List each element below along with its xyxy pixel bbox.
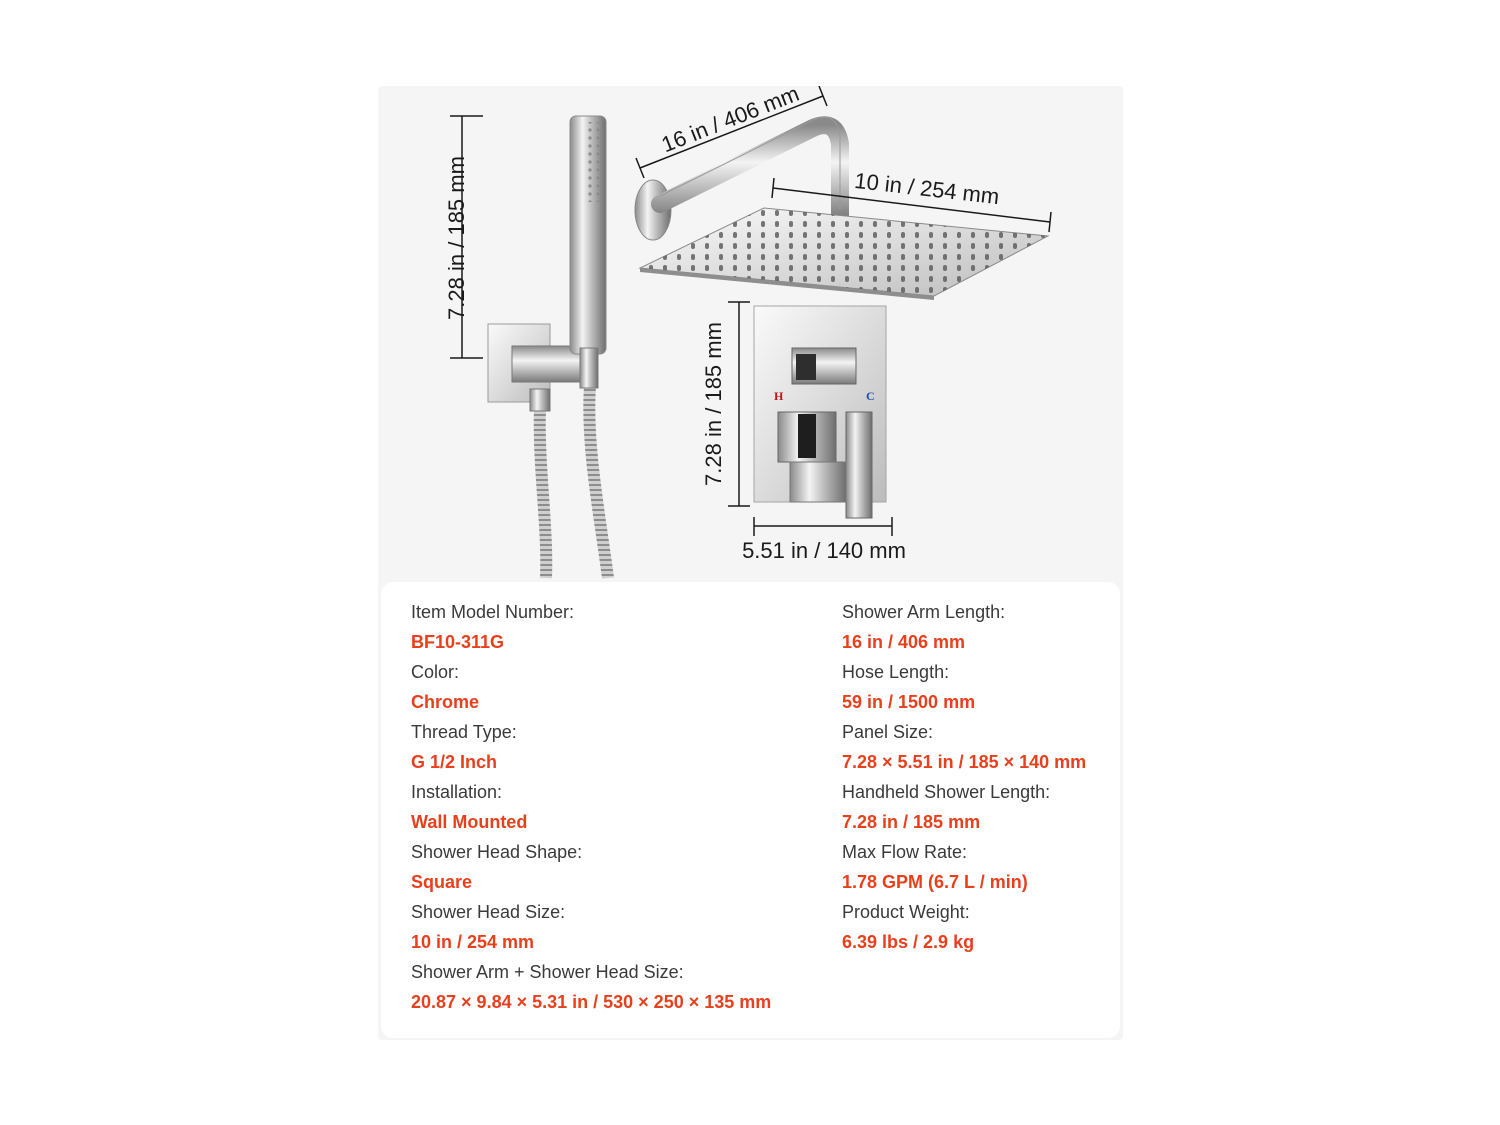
spec-label: Product Weight: xyxy=(842,902,970,922)
shower-arm-dimension-line xyxy=(635,86,828,179)
spec-value: 7.28 × 5.51 in / 185 × 140 mm xyxy=(842,752,1087,772)
spec-shower-head-shape: Shower Head Shape: Square xyxy=(411,837,771,897)
spec-label: Shower Arm + Shower Head Size: xyxy=(411,962,684,982)
spec-label: Hose Length: xyxy=(842,662,950,682)
spec-label: Item Model Number: xyxy=(411,602,575,622)
specifications-panel: Item Model Number: BF10-311G Color: Chro… xyxy=(381,582,1120,1038)
shower-hose xyxy=(533,407,553,579)
spec-label: Max Flow Rate: xyxy=(842,842,968,862)
shower-head-edge xyxy=(640,268,934,300)
spec-value: 1.78 GPM (6.7 L / min) xyxy=(842,872,1028,892)
spec-value: BF10-311G xyxy=(411,632,505,652)
spec-installation: Installation: Wall Mounted xyxy=(411,777,771,837)
rain-shower-group: 16 in / 406 mm 10 in / 254 mm xyxy=(634,86,1052,300)
handheld-dimension-line xyxy=(450,115,483,359)
spec-value: 6.39 lbs / 2.9 kg xyxy=(842,932,975,952)
spec-value: 20.87 × 9.84 × 5.31 in / 530 × 250 × 135… xyxy=(411,992,772,1012)
spec-color: Color: Chrome xyxy=(411,657,771,717)
handheld-shower-group: 7.28 in / 185 mm xyxy=(444,115,614,579)
hose-connector xyxy=(529,388,551,412)
spec-thread-type: Thread Type: G 1/2 Inch xyxy=(411,717,771,777)
spec-shower-head-size: Shower Head Size: 10 in / 254 mm xyxy=(411,897,771,957)
spec-product-weight: Product Weight: 6.39 lbs / 2.9 kg xyxy=(842,897,1086,957)
valve-panel-group: 7.28 in / 185 mm H C 5.51 in / 140 mm xyxy=(701,301,906,563)
spec-column-right: Shower Arm Length: 16 in / 406 mm Hose L… xyxy=(842,597,1086,957)
spec-column-left: Item Model Number: BF10-311G Color: Chro… xyxy=(411,597,771,1017)
spec-label: Panel Size: xyxy=(842,722,934,742)
spec-arm-plus-head-size: Shower Arm + Shower Head Size: 20.87 × 9… xyxy=(411,957,771,1017)
spec-panel-size: Panel Size: 7.28 × 5.51 in / 185 × 140 m… xyxy=(842,717,1086,777)
panel-width-label: 5.51 in / 140 mm xyxy=(742,538,906,563)
spec-value: 16 in / 406 mm xyxy=(842,632,966,652)
panel-width-dimension-line xyxy=(753,517,893,536)
spec-handheld-length: Handheld Shower Length: 7.28 in / 185 mm xyxy=(842,777,1086,837)
spec-shower-arm-length: Shower Arm Length: 16 in / 406 mm xyxy=(842,597,1086,657)
hot-mark: H xyxy=(774,389,784,403)
spec-max-flow-rate: Max Flow Rate: 1.78 GPM (6.7 L / min) xyxy=(842,837,1086,897)
spec-label: Thread Type: xyxy=(411,722,517,742)
shower-head-dimension-line xyxy=(771,177,1052,233)
spec-label: Shower Head Size: xyxy=(411,902,566,922)
handheld-spray-face xyxy=(585,122,603,202)
spec-hose-length: Hose Length: 59 in / 1500 mm xyxy=(842,657,1086,717)
spec-model-number: Item Model Number: BF10-311G xyxy=(411,597,771,657)
spec-value: 59 in / 1500 mm xyxy=(842,692,976,712)
panel-height-dimension-line xyxy=(728,301,750,507)
spec-value: Square xyxy=(411,872,473,892)
spec-value: 7.28 in / 185 mm xyxy=(842,812,981,832)
spec-value: 10 in / 254 mm xyxy=(411,932,535,952)
panel-height-label: 7.28 in / 185 mm xyxy=(701,322,726,486)
spec-label: Shower Head Shape: xyxy=(411,842,583,862)
spec-label: Color: xyxy=(411,662,460,682)
shower-head-size-label: 10 in / 254 mm xyxy=(853,168,1000,209)
shower-hose-2 xyxy=(583,385,614,579)
spec-value: Wall Mounted xyxy=(411,812,528,832)
spec-label: Installation: xyxy=(411,782,503,802)
handheld-base xyxy=(579,347,599,389)
spec-value: G 1/2 Inch xyxy=(411,752,498,772)
spec-label: Handheld Shower Length: xyxy=(842,782,1051,802)
product-spec-card: 7.28 in / 185 mm 16 in / 406 mm xyxy=(378,86,1123,1040)
spec-value: Chrome xyxy=(411,692,480,712)
shower-set-illustration: 7.28 in / 185 mm 16 in / 406 mm xyxy=(444,86,1052,579)
cold-mark: C xyxy=(866,389,875,403)
handheld-height-label: 7.28 in / 185 mm xyxy=(444,156,469,320)
mixer-lever-handle xyxy=(845,411,873,519)
spec-label: Shower Arm Length: xyxy=(842,602,1006,622)
